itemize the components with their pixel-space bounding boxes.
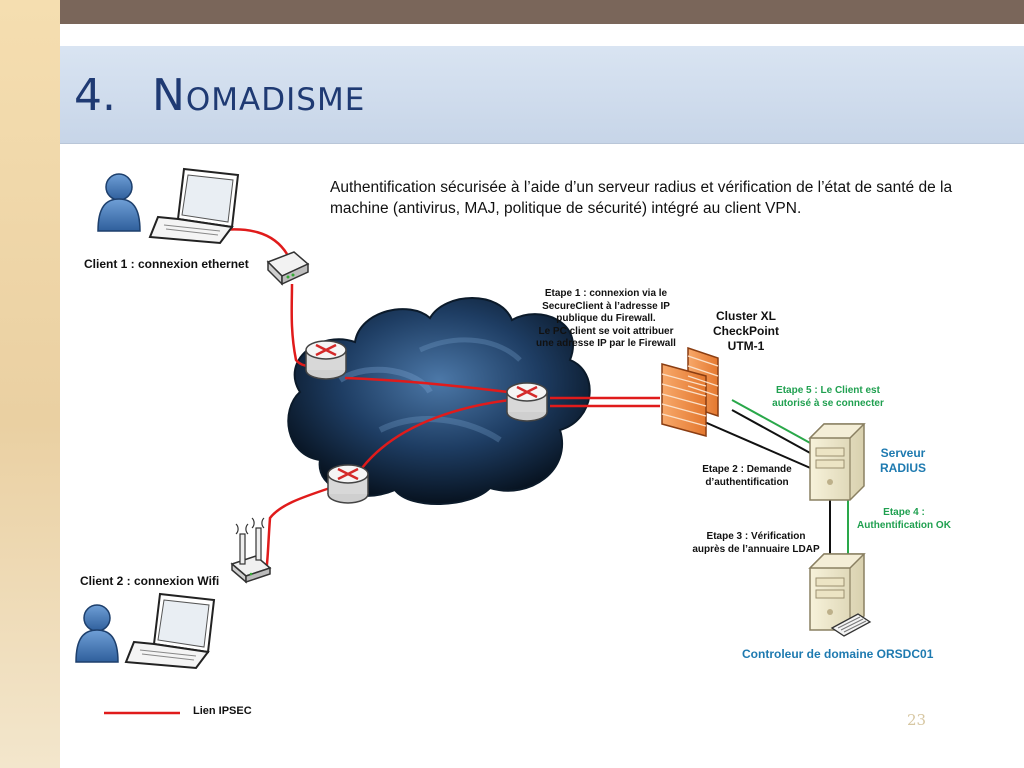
link-firewall-radius-black <box>731 409 813 455</box>
etape1-line: une adresse IP par le Firewall <box>536 338 676 349</box>
router-icon <box>506 382 548 422</box>
link-router-router-2 <box>361 398 511 469</box>
etape2-line: d’authentification <box>705 476 789 488</box>
user-icon <box>97 173 141 232</box>
etape1-line: publique du Firewall. <box>556 313 656 324</box>
link-client1-hub <box>221 228 289 255</box>
etape2-note: Etape 2 : Demande d’authentification <box>688 464 806 489</box>
router-icon <box>327 464 369 504</box>
etape5-note: Etape 5 : Le Client est autorisé à se co… <box>760 385 896 410</box>
intro-text: Authentification sécurisée à l’aide d’un… <box>330 179 953 217</box>
router-icon <box>305 340 347 380</box>
wifi-access-point-icon <box>230 517 272 584</box>
internet-cloud <box>287 297 591 506</box>
cluster-line: UTM-1 <box>727 339 765 353</box>
link-firewall-radius-green <box>731 399 813 445</box>
etape4-note: Etape 4 : Authentification OK <box>848 507 960 532</box>
etape1-line: Etape 1 : connexion via le <box>544 288 668 299</box>
etape3-line: auprès de l’annuaire LDAP <box>692 543 820 555</box>
etape5-line: autorisé à se connecter <box>772 397 884 409</box>
user-icon <box>75 604 119 663</box>
etape1-line: SecureClient à l’adresse IP <box>542 300 670 312</box>
title-number: 4. <box>74 70 116 121</box>
domain-controller-server-icon <box>808 553 866 631</box>
title-text: Nomadisme <box>151 70 366 121</box>
etape1-line: Le PC client se voit attribuer <box>538 325 674 337</box>
page-number: 23 <box>907 711 927 729</box>
link-router-wifi <box>264 486 331 573</box>
etape4-line: Authentification OK <box>857 519 951 531</box>
radius-server-label: Serveur RADIUS <box>868 446 938 476</box>
radius-server-icon <box>808 423 866 501</box>
etape3-note: Etape 3 : Vérification auprès de l’annua… <box>684 531 828 556</box>
etape5-line: Etape 5 : Le Client est <box>776 385 880 396</box>
client2-label: Client 2 : connexion Wifi <box>80 574 220 588</box>
link-firewall-radius-black-2 <box>699 419 816 471</box>
legend-label: Lien IPSEC <box>193 705 252 717</box>
link-router-router <box>344 376 509 394</box>
keyboard-icon <box>830 613 872 637</box>
ethernet-hub-icon <box>266 251 310 286</box>
cluster-line: CheckPoint <box>712 324 779 338</box>
top-bar <box>60 0 1024 24</box>
etape1-note: Etape 1 : connexion via le SecureClient … <box>528 288 684 351</box>
domain-controller-label: Controleur de domaine ORSDC01 <box>742 647 934 661</box>
title-band <box>60 46 1024 144</box>
radius-label-line: RADIUS <box>879 461 926 475</box>
laptop-icon <box>148 167 240 245</box>
slide-title: 4. Nomadisme <box>74 68 365 124</box>
etape4-line: Etape 4 : <box>883 507 925 518</box>
cluster-line: Cluster XL <box>715 309 776 323</box>
left-decor-strip <box>0 0 60 768</box>
etape3-line: Etape 3 : Vérification <box>706 531 806 542</box>
laptop-icon <box>124 592 216 670</box>
auth-links <box>699 399 849 556</box>
etape2-line: Etape 2 : Demande <box>702 464 792 475</box>
radius-label-line: Serveur <box>880 446 926 460</box>
cluster-label: Cluster XL CheckPoint UTM-1 <box>698 309 794 354</box>
client1-label: Client 1 : connexion ethernet <box>84 257 249 271</box>
firewall-icon <box>661 346 719 437</box>
